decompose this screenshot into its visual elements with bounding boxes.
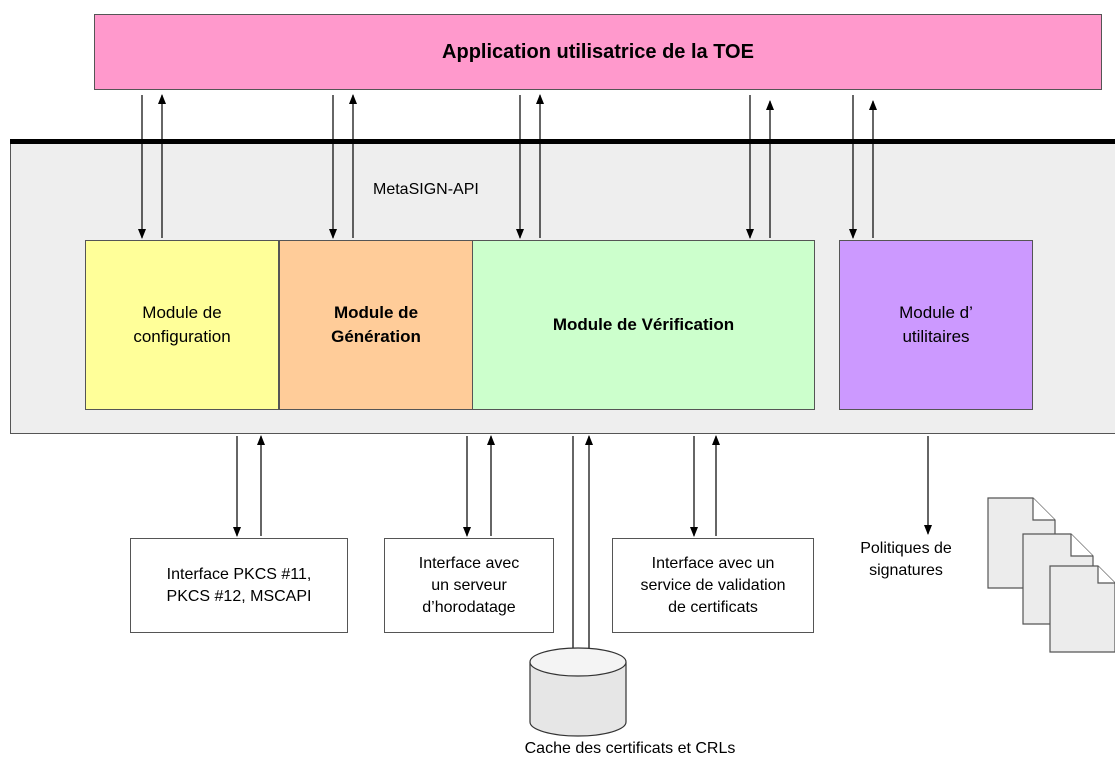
cache-label: Cache des certificats et CRLs xyxy=(524,740,736,757)
module-generation: Module de Génération xyxy=(279,240,473,410)
politiques-label: Politiques de signatures xyxy=(860,540,952,579)
interface-validation: Interface avec un service de validation … xyxy=(612,538,814,633)
module-configuration: Module de configuration xyxy=(85,240,279,410)
interface-pkcs: Interface PKCS #11, PKCS #12, MSCAPI xyxy=(130,538,348,633)
api-label: MetaSIGN-API xyxy=(373,181,479,198)
documents-icon xyxy=(987,497,1115,653)
cache-database-icon xyxy=(529,647,627,737)
application-box: Application utilisatrice de la TOE xyxy=(94,14,1102,90)
module-verification: Module de Vérification xyxy=(472,240,815,410)
module-utilitaires: Module d’ utilitaires xyxy=(839,240,1033,410)
interface-horodatage: Interface avec un serveur d’horodatage xyxy=(384,538,554,633)
api-boundary-line xyxy=(10,139,1115,144)
